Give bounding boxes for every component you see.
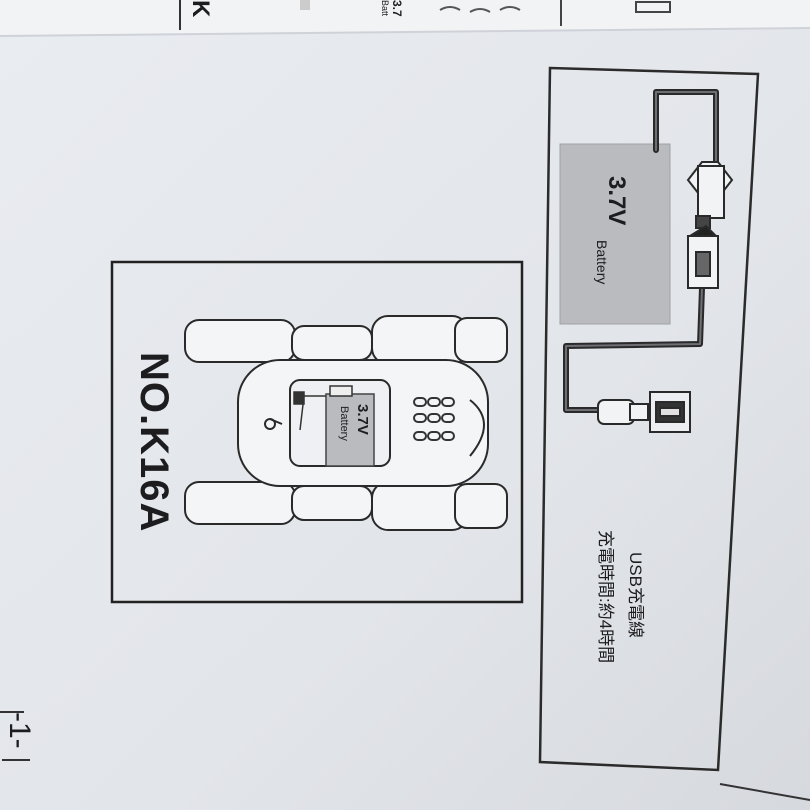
- robot-battery-voltage: 3.7V: [354, 404, 371, 435]
- page-edge-marks: [0, 711, 810, 801]
- background-fragment-voltage: 3.7: [390, 0, 404, 17]
- charging-battery-pack: [559, 143, 671, 325]
- charging-battery-voltage: 3.7V: [603, 176, 630, 226]
- page-number: -1-: [3, 712, 36, 749]
- robot-figure-frame: [110, 260, 524, 604]
- robot-battery-label: Battery: [338, 406, 350, 441]
- usb-plug: [597, 391, 691, 433]
- charge-time-caption: 充電時間:約4時間: [596, 530, 615, 664]
- model-number-label: NO.K16A: [132, 352, 176, 533]
- charging-battery-label: Battery: [594, 240, 610, 285]
- usb-cable-caption: USB充電線: [626, 552, 645, 638]
- battery-connector-plug: [686, 161, 734, 236]
- background-fragment-battery: Batt: [380, 0, 390, 17]
- robot-battery-connector: [293, 385, 353, 431]
- charging-cable: [563, 89, 719, 413]
- robot-vent-slots: [413, 397, 455, 441]
- background-fragment-k: K: [187, 0, 214, 18]
- charging-cable-connector: [686, 224, 719, 289]
- robot-battery-pack: [325, 393, 375, 467]
- charging-diagram-frame: [538, 66, 760, 772]
